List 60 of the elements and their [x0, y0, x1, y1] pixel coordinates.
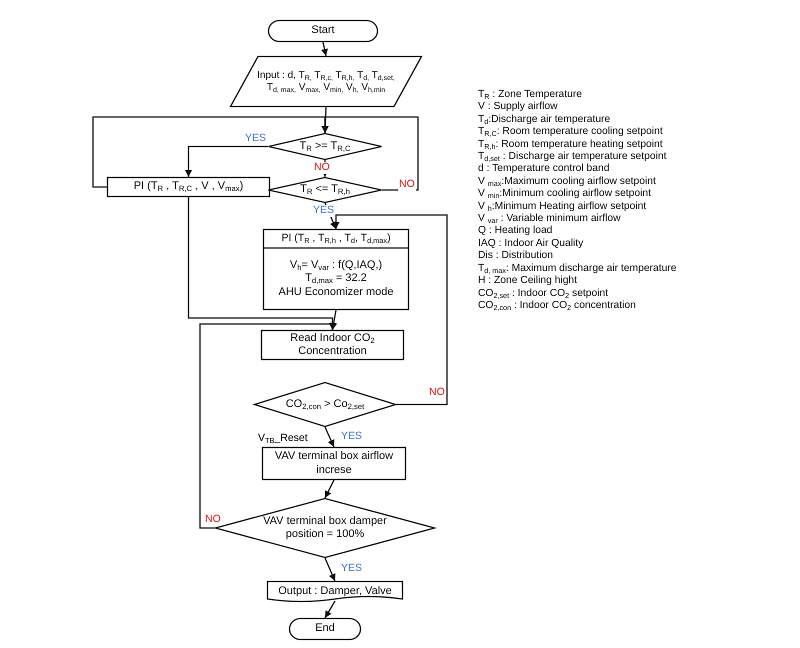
arrow [332, 214, 448, 406]
node-text: Output : Damper, Valve [278, 584, 392, 598]
definition-text: T$_{d}$:Discharge air temperature [478, 114, 612, 126]
annotation-text: V$_{TB}$_Reset [258, 432, 308, 444]
definition-text: T$_{R}$ : Zone Temperature [478, 89, 584, 102]
definition-text: V $_{max}$:Maximum cooling airflow setpoint [478, 176, 657, 188]
process-text: AHU Economizer mode [278, 286, 394, 299]
node-text: Input : d, T$_{R,}$ T$_{R,c,}$ T$_{R,h,}$ T$_{d,}$ T$_{d,set,}$ T$_{d, max,}$ V$_{max,}$ V$_{min,}$ V$_{h,}$ V$_{h,min}$ [256, 70, 396, 94]
condition-text: CO$_{2,con}$ > Co$_{2,set}$ [286, 398, 364, 412]
definition-text: d : Temperature control band [478, 163, 610, 176]
output-document [267, 581, 403, 602]
node-text: VAV terminal box airflow increse [274, 450, 394, 477]
definition-text: Q : Heating load [478, 225, 554, 238]
input-parallelogram [230, 56, 422, 107]
condition-text: T$_{R}$ <= T$_{R,h}$ [300, 183, 350, 197]
arrow [199, 323, 336, 529]
arrow [324, 426, 335, 448]
definition-text: T$_{d, max}$: Maximum discharge air temperature [478, 262, 676, 276]
process-text: V$_{h}$= V$_{var}$ : f(Q,IAQ,) [290, 259, 382, 272]
process-box [262, 447, 406, 480]
arrow [330, 310, 338, 330]
terminal-shape [268, 20, 378, 42]
decision-diamond [268, 177, 382, 203]
definition-text: T$_{d,set}$ : Discharge air temperature setpoint [478, 151, 668, 164]
arrow [324, 600, 336, 618]
definition-text: V $_{h}$:Minimum Heating airflow setpoint [478, 200, 648, 214]
terminal-shape [289, 618, 361, 640]
decision-diamond [254, 382, 396, 427]
node-text: End [315, 622, 335, 636]
edge-label: NO [313, 162, 331, 174]
definition-text: Dis : Distribution [478, 250, 554, 263]
process-box [107, 177, 270, 197]
edge-label: YES [312, 205, 336, 217]
arrow [185, 146, 268, 177]
definition-text: IAQ : Indoor Air Quality [478, 238, 584, 250]
definition-text: V : Supply airflow [478, 101, 559, 114]
definition-text: T$_{R,h}$: Room temperature heating setpoint [478, 138, 664, 152]
definition-text: V $_{var}$ : Variable minimum airflow [478, 213, 622, 226]
process-text: T$_{d,max}$ = 32.2 [305, 272, 367, 286]
definition-text: T$_{R,C}$: Room temperature cooling setpoint [478, 126, 664, 139]
node-text: Read Indoor CO$_{2}$ Concentration [289, 332, 376, 358]
arrow [324, 480, 335, 498]
arrow [324, 558, 336, 582]
condition-text: T$_{R}$ >= T$_{R,C}$ [299, 140, 351, 154]
definition-text: H : Zone Ceiling hight [478, 275, 578, 288]
edge-label: NO [398, 179, 416, 191]
definition-text: CO$_{2,con}$ : Indoor CO$_{2}$ concentration [478, 300, 637, 312]
definition-text: V $_{min}$:Minimum cooling airflow setpoint [478, 188, 652, 201]
arrow [322, 116, 419, 191]
process-box [263, 229, 409, 310]
definition-text: CO$_{2,set}$ : Indoor CO$_{2}$ setpoint [478, 288, 610, 300]
decision-diamond [268, 133, 382, 160]
condition-text: VAV terminal box damper position = 100% [262, 514, 388, 542]
process-box [261, 330, 404, 360]
node-text: Start [311, 24, 335, 38]
arrow [322, 160, 328, 177]
arrow [321, 42, 328, 56]
arrow [324, 202, 337, 230]
process-heading: PI (T$_{R}$ , T$_{R,h}$ , T$_{d}$, T$_{d,max}$) [280, 232, 392, 245]
node-text: PI (T$_{R}$ , T$_{R,C}$ , V , V$_{max}$) [134, 180, 244, 194]
